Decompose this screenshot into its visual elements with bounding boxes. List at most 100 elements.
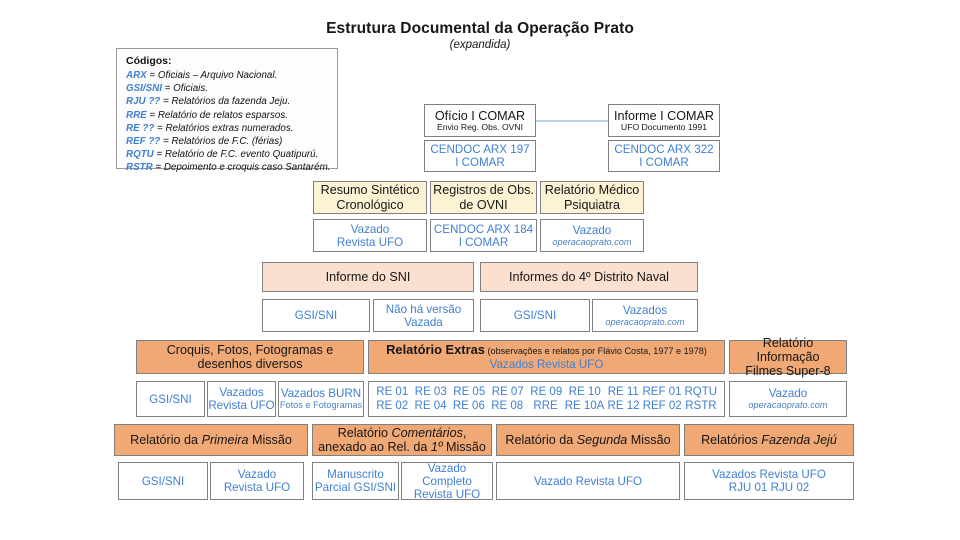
source-informe-sni-naovazada[interactable]: Não há versão Vazada [373,299,474,332]
source-resumo-sintetico[interactable]: Vazado Revista UFO [313,219,427,252]
legend-item-rstr: RSTR = Depoimento e croquis caso Santaré… [126,161,337,174]
legend-item-code: RQTU [126,149,154,161]
node-comentarios-pre: Relatório [337,425,392,440]
source-medico-line1: Vazado [572,223,612,237]
node-4distrito-label: Informes do 4º Distrito Naval [509,269,669,284]
source-primeira-vazado[interactable]: Vazado Revista UFO [210,462,304,500]
source-informe-line2: I COMAR [639,156,689,169]
source-croquis-vazados-line1: Vazados [219,386,264,400]
node-registros-obs-ovni[interactable]: Registros de Obs. de OVNI [430,181,537,214]
source-informe[interactable]: CENDOC ARX 322 I COMAR [608,140,720,172]
code-chip: RE 05 [453,385,486,398]
source-4distrito-vazados[interactable]: Vazados operacaoprato.com [592,299,698,332]
source-oficio-line2: I COMAR [455,156,505,169]
node-relatorio-primeira-missao[interactable]: Relatório da Primeira Missão [114,424,308,456]
legend-item-code: GSI/SNI [126,83,162,95]
code-chip: RE 09 [530,385,563,398]
source-4distrito-gsi-line1: GSI/SNI [513,309,557,322]
source-resumo-line1: Vazado [350,222,390,236]
node-croquis-fotos[interactable]: Croquis, Fotos, Fotogramas e desenhos di… [136,340,364,374]
node-relatorio-filmes-super8[interactable]: Relatório Informação Filmes Super-8 [729,336,847,378]
code-chip: RE 12 [607,399,640,412]
source-oficio-line1: CENDOC ARX 197 [430,143,530,157]
legend-item-code: RE ?? [126,122,155,134]
node-extras-title-bold: Relatório Extras [386,342,485,358]
legend-item-code: RSTR [126,162,153,174]
node-primeira-pre: Relatório da [130,432,202,447]
source-segunda-line1: Vazado Revista UFO [533,474,643,488]
source-medico-line2: operacaoprato.com [552,236,632,247]
node-registros-line2: de OVNI [459,197,508,212]
node-comentarios-line1: Relatório Comentários, [338,426,467,440]
legend-title: Códigos: [126,55,172,67]
source-manuscrito-line1: Manuscrito [327,468,384,482]
source-comentarios-manuscrito[interactable]: Manuscrito Parcial GSI/SNI [312,462,399,500]
node-extras-title: Relatório Extras (observações e relatos … [386,343,707,357]
node-informe-sni-label: Informe do SNI [325,269,411,284]
source-manuscrito-line2: Parcial GSI/SNI [314,481,397,494]
source-informe-sni-gsi[interactable]: GSI/SNI [262,299,370,332]
node-comentarios-em: Comentários [391,425,463,440]
node-oficio-i-comar[interactable]: Ofício I COMAR Envio Reg. Obs. OVNI [424,104,536,137]
node-oficio-title: Ofício I COMAR [434,108,526,123]
source-vazado-completo-line1: Vazado Completo [422,461,472,488]
node-resumo-line2: Cronológico [336,197,404,212]
code-chip: RE 07 [491,385,524,398]
source-croquis-gsi-line1: GSI/SNI [149,392,192,406]
connector-line-oficio-informe [536,120,608,122]
legend-item-rre: RRE = Relatório de relatos esparsos. [126,109,337,122]
node-registros-line1: Registros de Obs. [433,183,534,198]
legend-item-code: RRE [126,109,147,121]
node-primeira-label: Relatório da Primeira Missão [130,433,292,447]
code-chip: RE 04 [414,399,447,412]
node-relatorio-extras[interactable]: Relatório Extras (observações e relatos … [368,340,725,374]
node-informe-i-comar[interactable]: Informe I COMAR UFO Documento 1991 [608,104,720,137]
code-chip: RE 08 [491,399,524,412]
node-filmes-line2: Filmes Super-8 [745,364,831,379]
code-chip: RE 11 [607,385,639,398]
page-subtitle: (expandida) [449,39,511,51]
code-chip: RSTR [685,399,717,412]
source-croquis-vazados-burn[interactable]: Vazados BURN Fotos e Fotogramas [278,381,364,417]
node-informes-4-distrito-naval[interactable]: Informes do 4º Distrito Naval [480,262,698,292]
code-chip: RE 02 [376,399,409,412]
legend-item-code: REF ?? [126,136,161,148]
source-comentarios-vazado-completo[interactable]: Vazado Completo Revista UFO [401,462,493,500]
source-registros-line1: CENDOC ARX 184 [433,222,534,236]
node-relatorio-segunda-missao[interactable]: Relatório da Segunda Missão [496,424,680,456]
source-jeju-vazados[interactable]: Vazados Revista UFO RJU 01 RJU 02 [684,462,854,500]
source-naovazada-line1: Não há versão [385,302,462,316]
code-chip: RE 06 [452,399,485,412]
legend-item-code: ARX [126,70,147,81]
legend-item-arx: ARX = Oficiais – Arquivo Nacional. [126,69,337,82]
node-resumo-sintetico[interactable]: Resumo Sintético Cronológico [313,181,427,214]
source-jeju-line1: Vazados Revista UFO [712,468,826,482]
code-chip: RRE [533,399,558,412]
node-relatorio-medico[interactable]: Relatório Médico Psiquiatra [540,181,644,214]
node-extras-title-note: (observações e relatos por Flávio Costa,… [484,346,707,357]
source-4distrito-gsi[interactable]: GSI/SNI [480,299,590,332]
source-filmes-super8[interactable]: Vazado operacaoprato.com [729,381,847,417]
node-comentarios-post: , [462,425,467,440]
source-croquis-gsi[interactable]: GSI/SNI [136,381,205,417]
code-chip: RE 10A [564,399,605,412]
source-filmes-line2: operacaoprato.com [748,400,828,411]
legend-item-desc: = Relatório de relatos esparsos. [146,109,289,121]
source-vazado-completo-line2: Revista UFO [413,487,481,501]
source-oficio[interactable]: CENDOC ARX 197 I COMAR [424,140,536,172]
source-primeira-gsi[interactable]: GSI/SNI [118,462,208,500]
source-croquis-vazados-revista[interactable]: Vazados Revista UFO [207,381,276,417]
node-relatorios-fazenda-jeju[interactable]: Relatórios Fazenda Jejú [684,424,854,456]
source-segunda-vazado[interactable]: Vazado Revista UFO [496,462,680,500]
node-relatorio-comentarios[interactable]: Relatório Comentários, anexado ao Rel. d… [312,424,492,456]
code-chip: REF 01 [642,385,682,398]
source-relatorio-medico[interactable]: Vazado operacaoprato.com [540,219,644,252]
node-comentarios-l2-post: Missão [442,440,486,454]
code-chip: RQTU [684,385,718,398]
node-informe-sni[interactable]: Informe do SNI [262,262,474,292]
source-registros-obs-ovni[interactable]: CENDOC ARX 184 I COMAR [430,219,537,252]
